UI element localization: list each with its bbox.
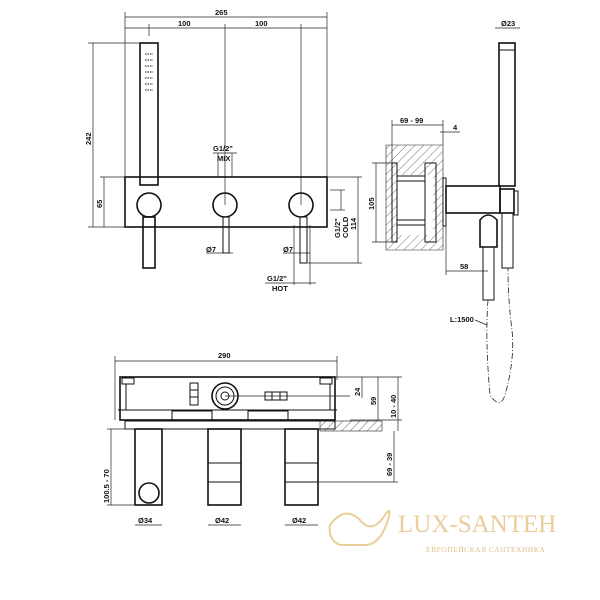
shower-holder-ring bbox=[138, 482, 160, 504]
wall-outlet-body bbox=[445, 185, 501, 214]
dim-59: 59 bbox=[369, 397, 378, 405]
dim-height-total: 242 bbox=[84, 132, 93, 145]
dia-42-b: Ø42 bbox=[292, 516, 306, 525]
hot-thread-label: G1/2" bbox=[267, 274, 287, 283]
dim-10-40: 10 - 40 bbox=[389, 395, 398, 418]
holder-knob bbox=[136, 192, 162, 218]
hose-nut bbox=[479, 214, 498, 248]
top-view: 290 24 59 10 - 40 69 - 39 bbox=[102, 351, 402, 526]
shower-nozzles-icon bbox=[145, 53, 153, 91]
dim-plate-thickness: 4 bbox=[453, 123, 458, 132]
flange bbox=[124, 420, 336, 430]
watermark-tagline: ЕВРОПЕЙСКАЯ САНТЕХНИКА bbox=[426, 545, 545, 554]
dia-42-a: Ø42 bbox=[215, 516, 229, 525]
mix-thread-label: G1/2" bbox=[213, 144, 233, 153]
hot-label: HOT bbox=[272, 284, 288, 293]
watermark: LUX-SANTEH ЕВРОПЕЙСКАЯ САНТЕХНИКА bbox=[328, 510, 556, 554]
box-front bbox=[424, 162, 437, 243]
hand-shower bbox=[139, 42, 159, 186]
dim-24: 24 bbox=[353, 387, 362, 396]
side-view: 69 - 99 4 105 Ø23 58 L:1500 bbox=[367, 19, 520, 403]
dim-overall-width-top: 290 bbox=[218, 351, 231, 360]
box-back bbox=[391, 162, 398, 243]
mix-label: MIX bbox=[217, 154, 230, 163]
dim-box-height: 105 bbox=[367, 197, 376, 210]
cover-plate bbox=[124, 176, 328, 228]
shower-diameter: Ø23 bbox=[501, 19, 515, 28]
hose-length: L:1500 bbox=[450, 315, 474, 324]
box-body bbox=[119, 376, 336, 421]
dim-wall-depth: 69 - 99 bbox=[400, 116, 423, 125]
hose-path bbox=[486, 267, 514, 403]
dim-overall-width: 265 bbox=[215, 8, 228, 17]
watermark-brand: LUX-SANTEH bbox=[398, 511, 556, 538]
dim-100-70: 100.5 - 70 bbox=[102, 469, 111, 503]
hand-shower-side bbox=[498, 42, 516, 187]
cold-thread-label: G1/2" bbox=[333, 218, 342, 238]
bathtub-logo-icon bbox=[328, 510, 391, 546]
dia-34: Ø34 bbox=[138, 516, 153, 525]
dim-spacing-2: 100 bbox=[255, 19, 268, 28]
dim-projection: 58 bbox=[460, 262, 468, 271]
pin-diameter-1: Ø7 bbox=[206, 245, 216, 254]
cold-label: COLD bbox=[341, 216, 350, 238]
dim-panel-height: 65 bbox=[95, 200, 104, 208]
dim-69-39: 69 - 39 bbox=[385, 453, 394, 476]
dim-spacing-1: 100 bbox=[178, 19, 191, 28]
pin-diameter-2: Ø7 bbox=[283, 245, 293, 254]
dim-height-114: 114 bbox=[349, 217, 358, 230]
front-view: 265 100 100 242 65 bbox=[84, 8, 362, 293]
hose-connector bbox=[142, 216, 156, 269]
